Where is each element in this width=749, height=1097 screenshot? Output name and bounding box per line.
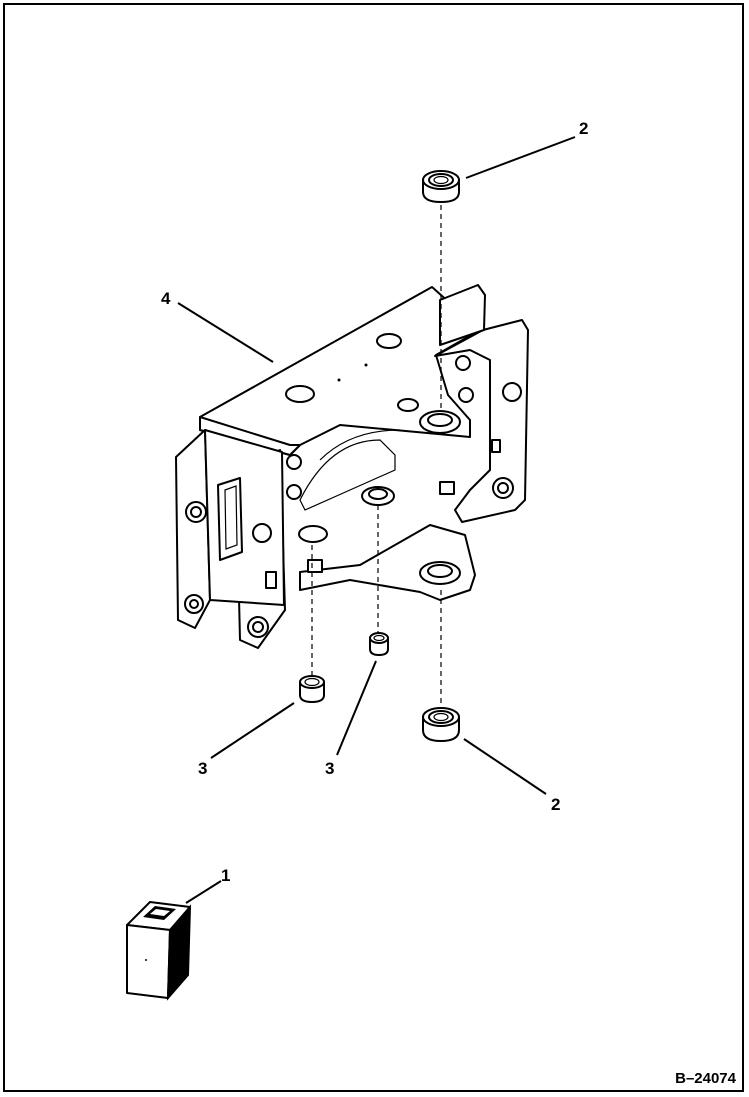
leader-bushing-mid	[336, 660, 377, 756]
bushing-left	[299, 675, 325, 703]
leader-bearing-bottom	[463, 738, 547, 795]
leader-bracket	[177, 302, 274, 363]
callout-bracket: 4	[161, 289, 171, 308]
bearing-top	[422, 170, 460, 203]
callout-bushing-left: 3	[198, 759, 207, 778]
drawing-frame	[3, 3, 744, 1092]
bearing-bottom	[422, 707, 460, 742]
leader-bushing-left	[210, 702, 295, 759]
decal-kit	[126, 901, 192, 1001]
figure-number: B–24074	[675, 1070, 737, 1087]
callout-bearing-top: 2	[579, 119, 588, 138]
callout-bearing-bottom: 2	[551, 795, 560, 814]
leader-bearing-top	[465, 136, 576, 179]
callout-decal-kit: 1	[221, 866, 230, 885]
bushing-mid	[369, 632, 389, 656]
callout-bushing-mid: 3	[325, 759, 334, 778]
swing-bracket	[175, 284, 529, 649]
leader-decal-kit	[185, 880, 222, 904]
